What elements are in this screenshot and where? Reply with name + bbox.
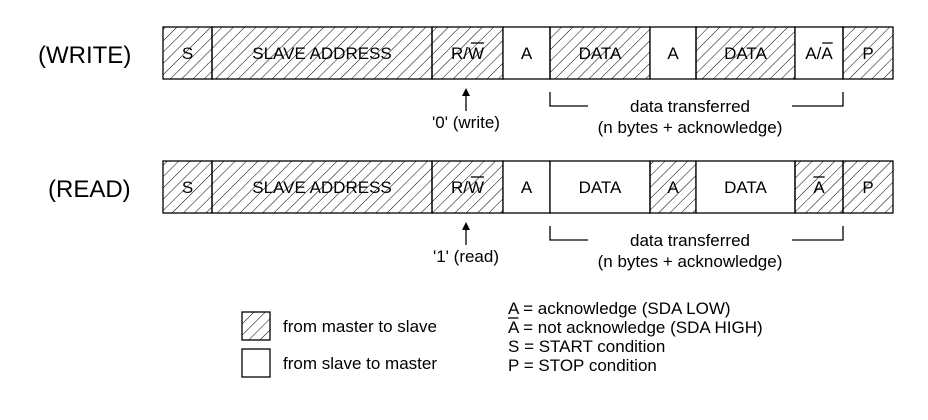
- definition-3-text: = STOP condition: [519, 356, 657, 375]
- write-rw-note: '0' (write): [432, 113, 500, 132]
- read-transfer-bracket-left: [549, 226, 588, 241]
- read-cell-1-label: SLAVE ADDRESS: [252, 178, 392, 197]
- write-row-label: (WRITE): [38, 42, 131, 69]
- read-frame: S SLAVE ADDRESS R/W A DATA A DATA A P: [162, 160, 894, 214]
- definition-0: A = acknowledge (SDA LOW): [508, 299, 731, 318]
- write-transfer-sublabel: (n bytes + acknowledge): [598, 118, 783, 137]
- legend-plain-swatch: [241, 348, 271, 378]
- definition-0-symbol: A: [508, 299, 520, 318]
- read-cell-0: [162, 160, 213, 214]
- write-cell-5-label: A: [667, 44, 679, 63]
- definition-3: P = STOP condition: [508, 356, 657, 375]
- definition-1-text: = not acknowledge (SDA HIGH): [518, 318, 762, 337]
- read-cell-3: [502, 160, 551, 214]
- write-cell-8: [842, 26, 894, 80]
- write-transfer-label: data transferred: [630, 97, 750, 116]
- legend: from master to slave from slave to maste…: [241, 311, 437, 378]
- write-frame: S SLAVE ADDRESS R/W A DATA A DATA A/A P: [162, 26, 894, 80]
- read-transfer-bracket-right: [792, 226, 844, 241]
- write-frame-row: (WRITE) S SLAVE ADDRESS R/W A DATA A DATA A/A P: [38, 26, 894, 80]
- write-annotations: '0' (write) data transferred (n bytes + …: [432, 88, 844, 137]
- legend-hatched-label: from master to slave: [283, 317, 437, 336]
- write-transfer-bracket-right: [792, 92, 844, 107]
- write-cell-3-label: A: [521, 44, 533, 63]
- write-cell-1: [211, 26, 433, 80]
- read-annotations: '1' (read) data transferred (n bytes + a…: [433, 222, 844, 271]
- read-cell-2-label: R/W: [451, 178, 484, 197]
- read-rw-arrow-head: [462, 222, 470, 230]
- write-cell-6-label: DATA: [724, 44, 767, 63]
- read-cell-8: [842, 160, 894, 214]
- definition-0-text: = acknowledge (SDA LOW): [518, 299, 730, 318]
- read-cell-6-label: DATA: [724, 178, 767, 197]
- write-cell-0: [162, 26, 213, 80]
- read-cell-8-label: P: [862, 178, 873, 197]
- read-transfer-sublabel: (n bytes + acknowledge): [598, 252, 783, 271]
- write-cell-8-label: P: [862, 44, 873, 63]
- read-cell-3-label: A: [521, 178, 533, 197]
- legend-plain-label: from slave to master: [283, 354, 437, 373]
- definition-2-text: = START condition: [519, 337, 665, 356]
- read-cell-7-label: A: [813, 178, 825, 197]
- legend-hatched-swatch: [241, 311, 271, 341]
- write-cell-7-label: A/A: [805, 44, 833, 63]
- read-cell-4: [549, 160, 651, 214]
- definition-2: S = START condition: [508, 337, 665, 356]
- read-frame-row: (READ) S SLAVE ADDRESS R/W A DATA A DATA A P: [48, 160, 894, 214]
- read-cell-4-label: DATA: [579, 178, 622, 197]
- write-cell-1-label: SLAVE ADDRESS: [252, 44, 392, 63]
- read-cell-5-label: A: [667, 178, 679, 197]
- read-row-label: (READ): [48, 176, 131, 203]
- read-cell-0-label: S: [182, 178, 193, 197]
- definition-1: A = not acknowledge (SDA HIGH): [508, 318, 763, 337]
- read-rw-note: '1' (read): [433, 247, 499, 266]
- definition-1-symbol: A: [508, 318, 520, 337]
- read-cell-1: [211, 160, 433, 214]
- definition-3-symbol: P: [508, 356, 519, 375]
- write-cell-0-label: S: [182, 44, 193, 63]
- definitions-list: A = acknowledge (SDA LOW)A = not acknowl…: [508, 299, 763, 375]
- write-transfer-bracket-left: [549, 92, 588, 107]
- definition-2-symbol: S: [508, 337, 519, 356]
- write-cell-2: [431, 26, 504, 80]
- write-rw-arrow-head: [462, 88, 470, 96]
- write-cell-4-label: DATA: [579, 44, 622, 63]
- read-transfer-label: data transferred: [630, 231, 750, 250]
- read-cell-2: [431, 160, 504, 214]
- write-cell-2-label: R/W: [451, 44, 484, 63]
